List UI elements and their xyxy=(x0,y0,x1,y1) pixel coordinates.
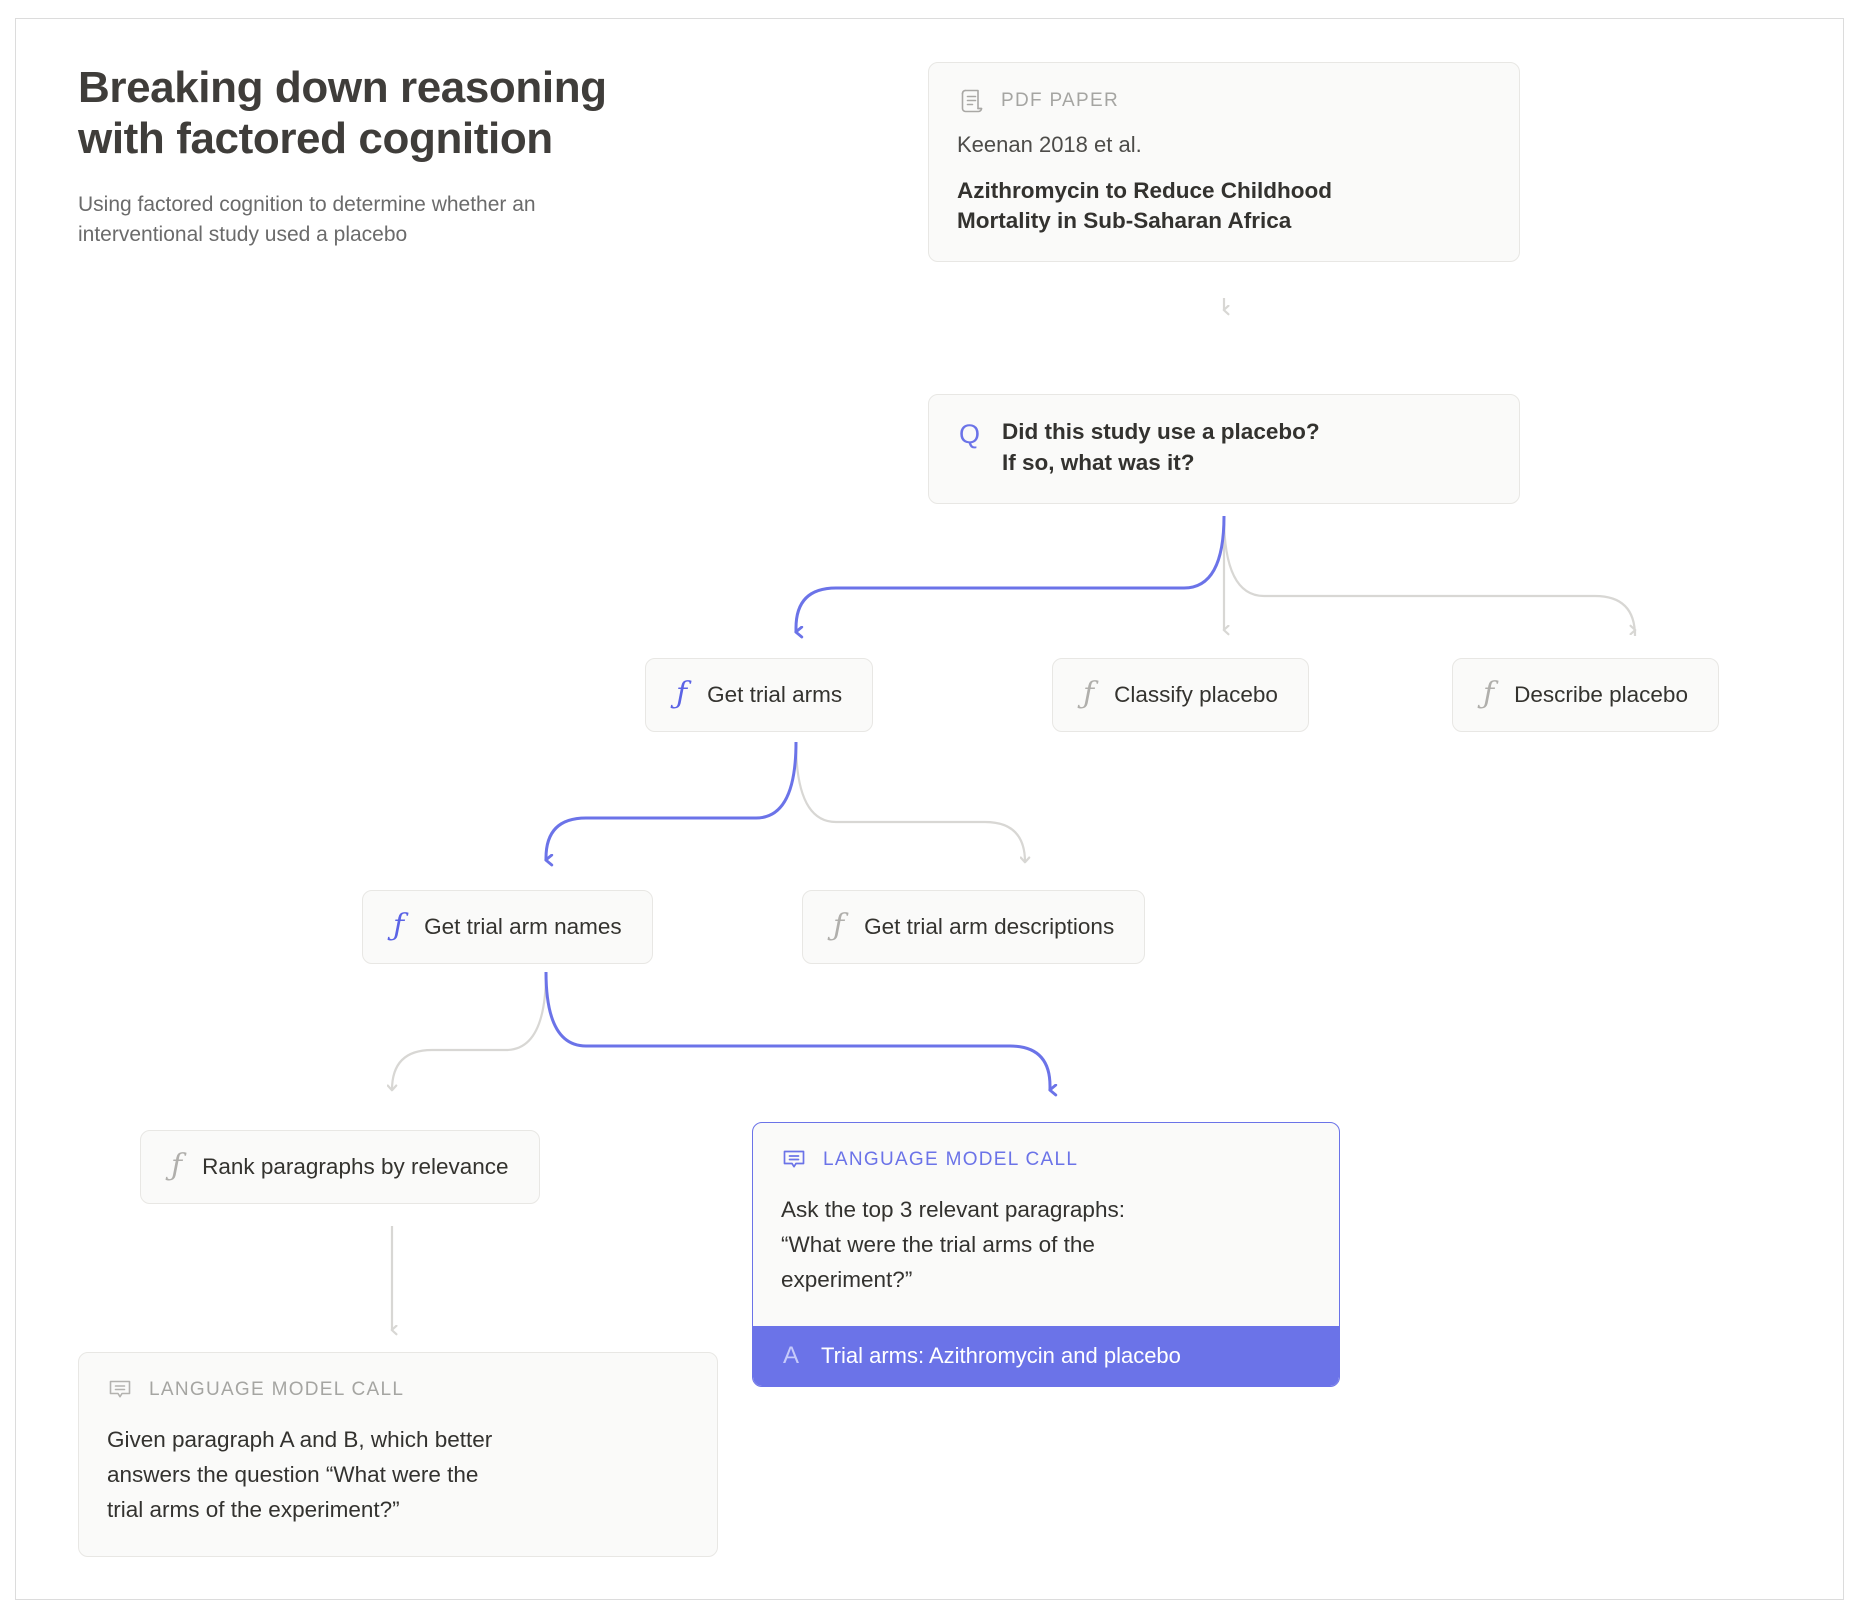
function-icon: ƒ xyxy=(833,907,845,943)
lmc-active-prompt: Ask the top 3 relevant paragraphs: “What… xyxy=(781,1197,1125,1292)
question-marker: Q xyxy=(959,419,981,449)
function-icon: ƒ xyxy=(1483,675,1495,711)
function-label: Classify placebo xyxy=(1114,682,1278,707)
scroll-document-icon xyxy=(957,87,985,115)
lmc-active-body: LANGUAGE MODEL CALL Ask the top 3 releva… xyxy=(753,1123,1339,1326)
paper-authors: Keenan 2018 et al. xyxy=(957,132,1142,157)
function-node-classify-placebo[interactable]: ƒ Classify placebo xyxy=(1052,658,1309,732)
paper-title: Azithromycin to Reduce Childhood Mortali… xyxy=(957,177,1332,233)
page-title: Breaking down reasoning with factored co… xyxy=(78,63,607,164)
question-text: Did this study use a placebo? If so, wha… xyxy=(1002,419,1320,475)
paper-kicker: PDF PAPER xyxy=(1001,90,1119,111)
answer-marker: A xyxy=(783,1341,800,1369)
language-model-call-card-active[interactable]: LANGUAGE MODEL CALL Ask the top 3 releva… xyxy=(752,1122,1340,1387)
lmc-idle-kicker: LANGUAGE MODEL CALL xyxy=(149,1379,405,1400)
lmc-answer-bar[interactable]: A Trial arms: Azithromycin and placebo xyxy=(753,1325,1339,1386)
speech-bubble-icon xyxy=(107,1377,133,1403)
language-model-call-card-idle[interactable]: LANGUAGE MODEL CALL Given paragraph A an… xyxy=(78,1352,718,1557)
function-label: Get trial arms xyxy=(707,682,843,707)
function-icon: ƒ xyxy=(1083,675,1095,711)
function-label: Get trial arm names xyxy=(424,914,622,939)
function-node-get-trial-arm-names[interactable]: ƒ Get trial arm names xyxy=(362,890,653,964)
answer-text: Trial arms: Azithromycin and placebo xyxy=(821,1342,1181,1368)
function-label: Describe placebo xyxy=(1514,682,1688,707)
paper-card-header: PDF PAPER xyxy=(957,87,1491,115)
page-header: Breaking down reasoning with factored co… xyxy=(78,62,778,250)
lmc-active-kicker: LANGUAGE MODEL CALL xyxy=(823,1149,1079,1170)
lmc-active-header: LANGUAGE MODEL CALL xyxy=(781,1147,1311,1173)
function-node-get-trial-arms[interactable]: ƒ Get trial arms xyxy=(645,658,874,732)
function-label: Get trial arm descriptions xyxy=(864,914,1115,939)
speech-bubble-icon xyxy=(781,1147,807,1173)
lmc-idle-header: LANGUAGE MODEL CALL xyxy=(107,1377,689,1403)
function-icon: ƒ xyxy=(393,907,405,943)
function-node-get-trial-arm-descriptions[interactable]: ƒ Get trial arm descriptions xyxy=(802,890,1146,964)
question-card[interactable]: Q Did this study use a placebo? If so, w… xyxy=(928,394,1520,504)
page-subtitle: Using factored cognition to determine wh… xyxy=(78,193,536,246)
lmc-idle-prompt: Given paragraph A and B, which better an… xyxy=(107,1427,493,1522)
lmc-idle-body: LANGUAGE MODEL CALL Given paragraph A an… xyxy=(79,1353,717,1556)
function-icon: ƒ xyxy=(676,675,688,711)
pdf-paper-card[interactable]: PDF PAPER Keenan 2018 et al. Azithromyci… xyxy=(928,62,1520,263)
function-node-rank-paragraphs[interactable]: ƒ Rank paragraphs by relevance xyxy=(140,1130,540,1204)
function-label: Rank paragraphs by relevance xyxy=(202,1154,509,1179)
function-icon: ƒ xyxy=(171,1147,183,1183)
function-node-describe-placebo[interactable]: ƒ Describe placebo xyxy=(1452,658,1719,732)
